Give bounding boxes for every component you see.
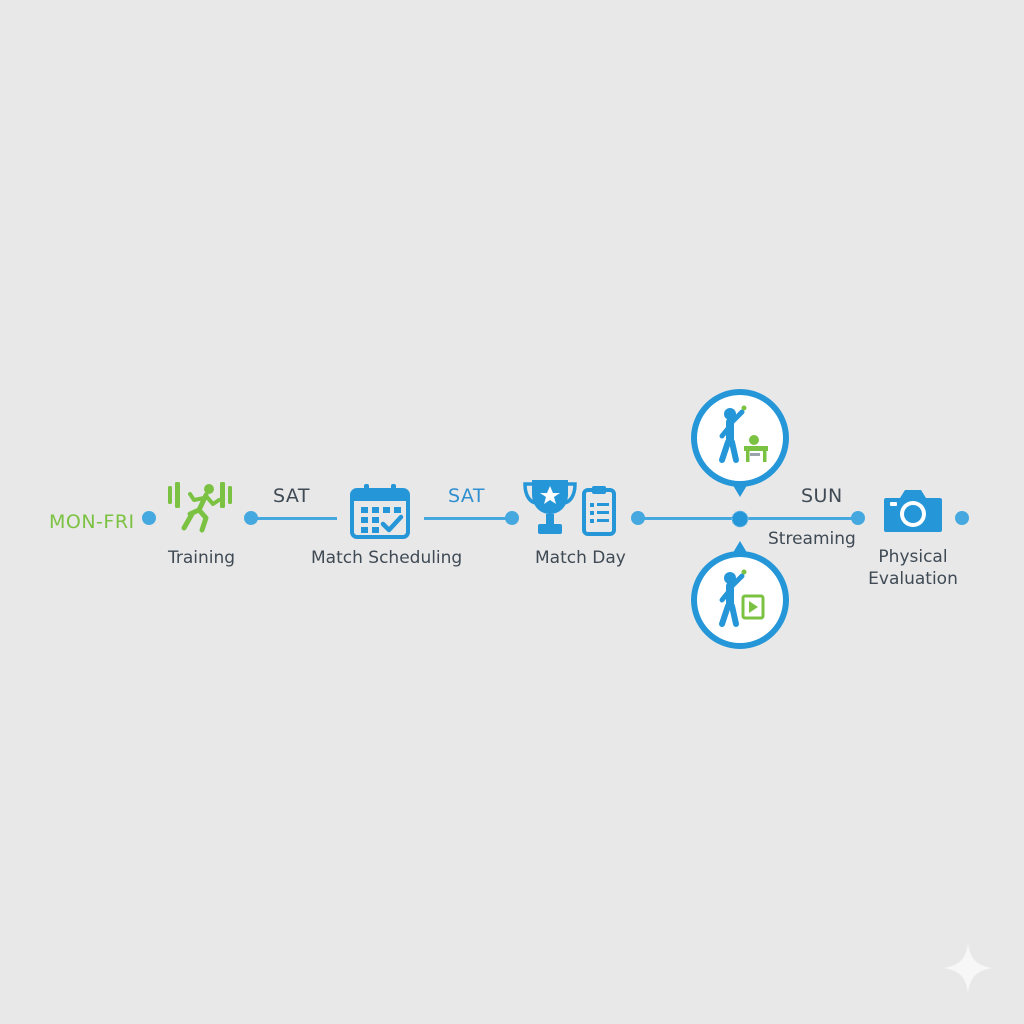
step-label-evaluation-line2: Evaluation [868, 569, 958, 589]
bubble-coach-desk [691, 389, 789, 497]
timeline-dot [631, 511, 645, 525]
coach-desk-icon [719, 405, 768, 463]
calendar-check-icon [350, 484, 410, 539]
start-day-label: MON-FRI [49, 511, 135, 533]
streaming-hub-icon [731, 510, 749, 528]
step-label-matchday: Match Day [535, 548, 626, 568]
timeline-dot [244, 511, 258, 525]
sparkle-icon [943, 943, 993, 993]
connector-line [251, 517, 337, 520]
coach-video-icon [719, 569, 765, 627]
day-label-sat: SAT [448, 485, 486, 507]
day-label-sun: SUN [801, 485, 843, 507]
connector-line [424, 517, 512, 520]
step-label-streaming: Streaming [768, 529, 856, 549]
timeline-dot [505, 511, 519, 525]
timeline-dot [142, 511, 156, 525]
step-label-training: Training [168, 548, 236, 568]
step-label-scheduling: Match Scheduling [311, 548, 463, 568]
timeline-dot [955, 511, 969, 525]
runner-dumbbells-icon [168, 482, 232, 533]
trophy-clipboard-icon [523, 480, 616, 536]
camera-icon [884, 490, 942, 532]
step-label-evaluation-line1: Physical [878, 547, 948, 567]
timeline-dot [851, 511, 865, 525]
bubble-coach-video [691, 541, 789, 649]
day-label-sat: SAT [273, 485, 311, 507]
